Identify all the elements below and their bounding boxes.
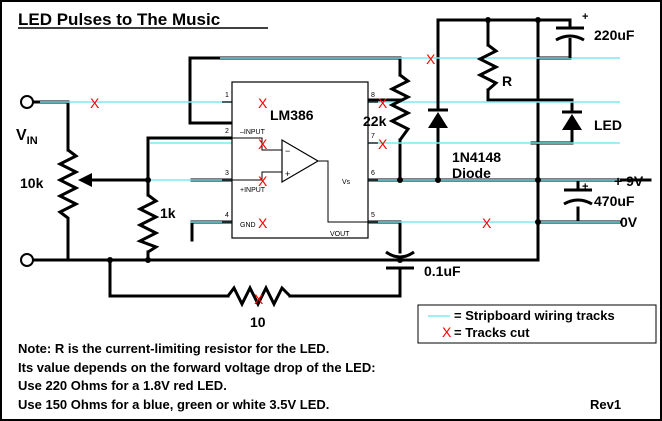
pin-number-7: 7 [371, 133, 375, 140]
note-line: Its value depends on the forward voltage… [18, 360, 376, 375]
cut-mark: X [258, 136, 268, 152]
note-line: Use 220 Ohms for a 1.8V red LED. [18, 378, 227, 393]
cut-mark: X [378, 95, 388, 111]
input-section: VIN 10k [16, 95, 151, 267]
note-line: Note: R is the current-limiting resistor… [18, 341, 329, 356]
pot-resistor [56, 148, 80, 222]
note-line: Use 150 Ohms for a blue, green or white … [18, 397, 329, 412]
cut-mark: X [426, 51, 436, 67]
pin-vs: Vs [342, 179, 351, 186]
vin-letter: V [16, 127, 27, 144]
cut-mark: X [258, 95, 268, 111]
cut-mark: X [90, 95, 100, 111]
pin-number-8: 8 [371, 92, 375, 99]
supply-9v-label: + 9V [614, 173, 644, 189]
pin-number-4: 4 [225, 212, 229, 219]
track-cuts: X X X X X X X X X X [90, 51, 492, 307]
cut-mark: X [254, 291, 264, 307]
pin-number-6: 6 [371, 170, 375, 177]
pin-vout: VOUT [330, 231, 350, 238]
r10-label: 10 [250, 314, 266, 330]
capacitor-01uf: 0.1uF [385, 250, 461, 279]
legend-cut-swatch: X [442, 324, 452, 340]
capacitor-470uf: + 470uF [563, 181, 635, 209]
junction-dots [107, 17, 541, 263]
pin-plus-input: +INPUT [240, 187, 266, 194]
cap470-plus: + [582, 181, 588, 193]
diode-word-label: Diode [452, 165, 491, 181]
cut-mark: X [378, 136, 388, 152]
pin-gnd: GND [240, 222, 256, 229]
cut-mark: X [258, 173, 268, 189]
resistor-10: 10 [226, 284, 292, 330]
pin-number-2: 2 [225, 128, 229, 135]
r-label: R [502, 73, 512, 89]
chip-label: LM386 [270, 107, 314, 123]
pin-number-1: 1 [225, 92, 229, 99]
resistor-r: R [476, 43, 512, 92]
diode-1n4148: 1N4148 Diode [428, 98, 501, 181]
legend-cut-label: = Tracks cut [454, 325, 530, 340]
r22k-label: 22k [363, 113, 387, 129]
vin-subscript: IN [27, 135, 38, 147]
wires [31, 18, 652, 298]
led-symbol: LED [562, 110, 622, 133]
cap470-label: 470uF [594, 193, 635, 209]
led-label: LED [594, 117, 622, 133]
cap01-label: 0.1uF [424, 263, 461, 279]
vin-terminal-bottom [20, 253, 34, 267]
revision-label: Rev1 [590, 397, 621, 412]
pot-label: 10k [20, 175, 44, 191]
supply-0v-label: 0V [620, 214, 638, 230]
vin-label: VIN [16, 127, 38, 147]
legend-tracks-label: = Stripboard wiring tracks [454, 308, 615, 323]
pot-wiper-arrow [78, 173, 92, 187]
cap220-plus: + [582, 11, 588, 23]
lm386-chip: LM386 1 2 3 4 8 7 6 5 –INPUT +INPUT GND … [222, 81, 378, 239]
cut-mark: X [482, 215, 492, 231]
resistor-1k: 1k [136, 193, 176, 254]
pin-number-3: 3 [225, 170, 229, 177]
opamp-symbol [281, 138, 320, 184]
capacitor-220uf: + 220uF [555, 11, 635, 58]
vin-terminal-top [20, 95, 34, 109]
cut-mark: X [258, 215, 268, 231]
legend-box: = Stripboard wiring tracks X = Tracks cu… [417, 304, 657, 344]
r1k-label: 1k [160, 205, 176, 221]
cap220-label: 220uF [594, 27, 635, 43]
opamp-plus: + [285, 169, 290, 179]
resistor-22k: 22k [363, 73, 412, 141]
pin-minus-input: –INPUT [240, 129, 266, 136]
pin-number-5: 5 [371, 212, 375, 219]
diagram-title: LED Pulses to The Music [18, 10, 220, 29]
opamp-minus: − [285, 146, 290, 156]
diode-part-label: 1N4148 [452, 149, 501, 165]
notes: Note: R is the current-limiting resistor… [18, 341, 376, 412]
